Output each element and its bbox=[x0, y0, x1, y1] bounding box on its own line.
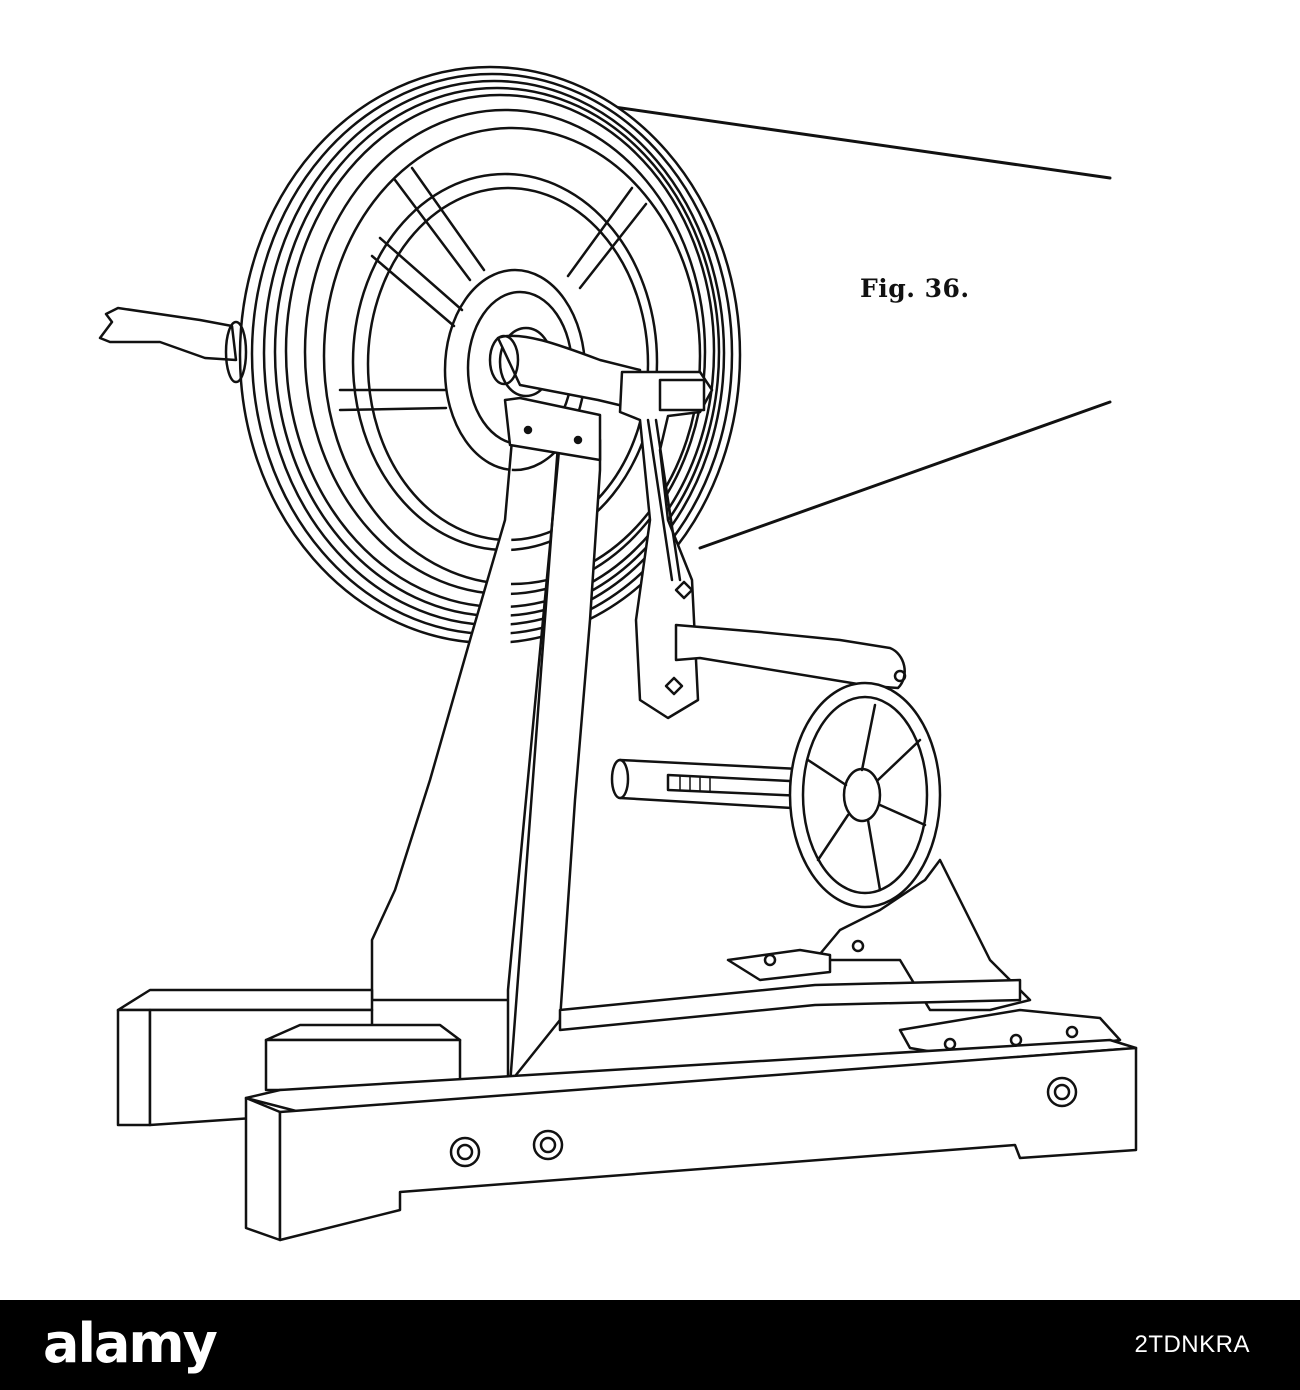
hand-wheel bbox=[788, 681, 942, 909]
broken-shaft bbox=[98, 306, 238, 362]
brand-logo: alamy bbox=[43, 1312, 218, 1375]
watermark-bar: alamy 2TDNKRA bbox=[0, 1300, 1300, 1390]
base-frame bbox=[116, 978, 1138, 1242]
bearing-bracket bbox=[726, 858, 1122, 1062]
image-id: 2TDNKRA bbox=[1134, 1331, 1250, 1358]
figure-illustration: Fig. 36. bbox=[98, 65, 1138, 1242]
drive-belt bbox=[598, 103, 1112, 550]
figure-caption: Fig. 36. bbox=[860, 274, 970, 303]
machine-drawing bbox=[98, 65, 1138, 1242]
bolt-nuts bbox=[449, 1076, 1078, 1168]
crank-arm bbox=[674, 623, 907, 690]
